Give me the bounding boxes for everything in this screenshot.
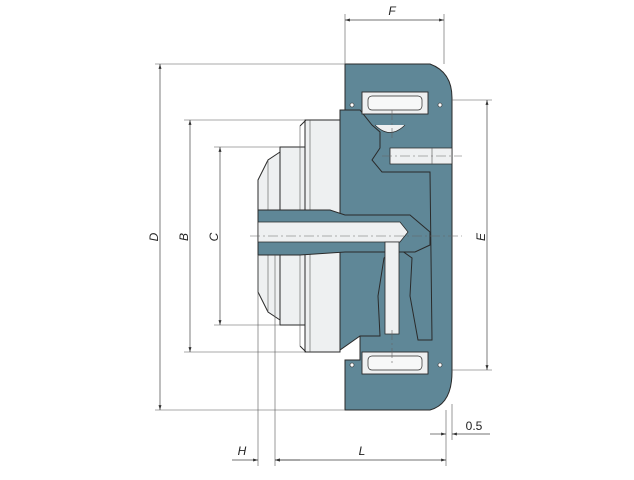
dim-label-H: H <box>238 444 247 458</box>
dim-label-F: F <box>388 4 396 18</box>
dim-label-C: C <box>207 232 221 241</box>
needle-roller-top <box>361 91 429 133</box>
lubrication-bores <box>257 147 453 335</box>
seal-marks <box>349 102 443 368</box>
dim-label-gap: 0.5 <box>466 419 483 433</box>
needle-roller-bottom <box>361 351 429 375</box>
dim-label-D: D <box>147 232 161 241</box>
dim-label-E: E <box>474 232 488 241</box>
extension-lines <box>155 14 492 466</box>
dimension-lines <box>158 18 490 462</box>
dim-label-L: L <box>359 444 366 458</box>
dim-label-B: B <box>177 233 191 241</box>
